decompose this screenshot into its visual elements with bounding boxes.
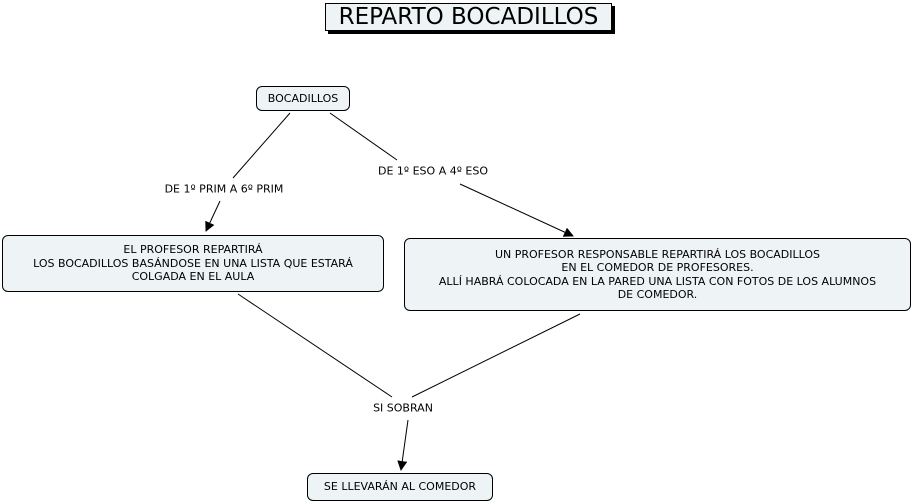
concept-line: ALLÍ HABRÁ COLOCADA EN LA PARED UNA LIST… <box>438 274 877 288</box>
concept-line: LOS BOCADILLOS BASÁNDOSE EN UNA LISTA QU… <box>33 256 353 270</box>
concept-line: DE COMEDOR. <box>617 288 698 301</box>
concept-bocadillos[interactable]: BOCADILLOS <box>256 86 350 111</box>
connector-arrow <box>459 183 574 237</box>
link-label-leftover: SI SOBRAN <box>371 400 435 416</box>
link-label-secondary: DE 1º ESO A 4º ESO <box>376 163 490 179</box>
concept-line: COLGADA EN EL AULA <box>131 270 255 284</box>
concept-line: EL PROFESOR REPARTIRÁ <box>123 243 263 257</box>
connector-arrow <box>397 419 409 471</box>
concept-comedor[interactable]: SE LLEVARÁN AL COMEDOR <box>307 473 493 501</box>
concept-line: EN EL COMEDOR DE PROFESORES. <box>561 261 754 274</box>
concept-label: SE LLEVARÁN AL COMEDOR <box>323 480 477 494</box>
concept-primary-distribution[interactable]: EL PROFESOR REPARTIRÁ LOS BOCADILLOS BAS… <box>2 235 384 292</box>
connector-line <box>232 112 291 179</box>
concept-secondary-distribution[interactable]: UN PROFESOR RESPONSABLE REPARTIRÁ LOS BO… <box>404 238 911 311</box>
concept-line: UN PROFESOR RESPONSABLE REPARTIRÁ LOS BO… <box>494 247 821 261</box>
concept-label: BOCADILLOS <box>267 91 339 105</box>
link-label-primary: DE 1º PRIM A 6º PRIM <box>162 181 286 197</box>
connector-line <box>411 313 581 398</box>
map-title: REPARTO BOCADILLOS <box>325 3 612 31</box>
connector-line <box>237 293 393 398</box>
connector-line <box>329 112 398 161</box>
connector-arrow <box>205 200 221 232</box>
